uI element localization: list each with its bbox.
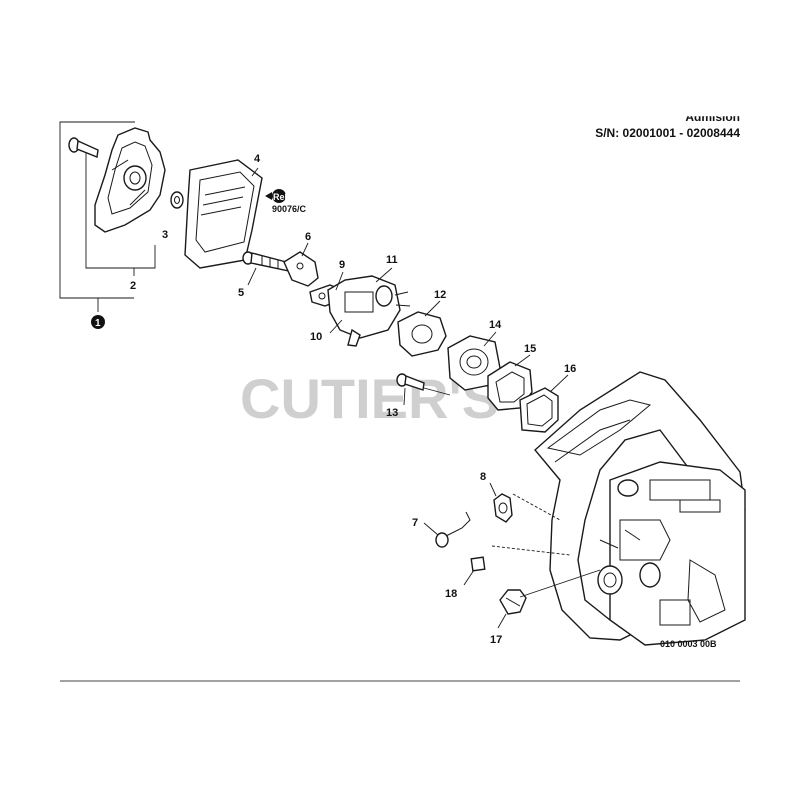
callout-13: 13 [386,407,398,419]
bolt-part [396,373,425,391]
screw-part [68,137,99,158]
carburetor [327,275,411,347]
leader-lines [247,167,601,629]
callout-6: 6 [305,231,311,243]
serial-range: S/N: 02001001 - 02008444 [595,126,740,140]
bracket-part [283,251,319,287]
choke-rod [435,511,471,548]
callout-16: 16 [564,363,576,375]
repower-code: 90076/C [272,204,307,214]
choke-knob [493,493,513,523]
figure-code: 010 0003 00B [660,639,717,649]
drain-plug [499,589,527,615]
callout-7: 7 [412,517,418,529]
callout-1: 1 [95,318,101,329]
repower-logo-text: RePower [273,192,312,202]
grommet-part [470,556,486,572]
callout-9: 9 [339,259,345,271]
callout-11: 11 [386,254,398,266]
callout-14: 14 [489,319,502,331]
callout-2: 2 [130,280,136,292]
callout-10: 10 [310,331,322,343]
washer-part [170,191,184,209]
diagram-title: Admision [685,110,740,124]
callout-3: 3 [162,229,168,241]
bolt-part [242,251,291,272]
repower-logo: RePower 90076/C [265,189,312,214]
callout-18: 18 [445,588,457,600]
callout-12: 12 [434,289,446,301]
callout-5: 5 [238,287,244,299]
air-filter-cover [94,127,166,233]
callout-4: 4 [254,153,261,165]
callout-17: 17 [490,634,502,646]
cylinder-gasket [519,387,559,433]
assembly-bracket [59,121,156,312]
air-filter-element [184,159,263,269]
callout-15: 15 [524,343,536,355]
insulator-gasket [397,311,447,357]
callout-8: 8 [480,471,486,483]
callout-1-marker [91,315,105,329]
chainsaw-body [534,371,746,646]
